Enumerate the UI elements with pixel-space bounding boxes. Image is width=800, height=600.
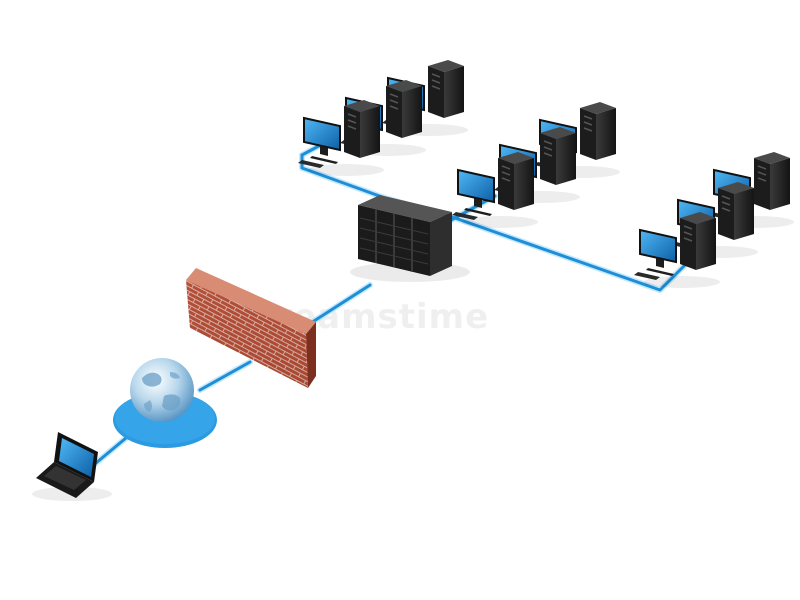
desktop-computer-icon — [297, 99, 385, 177]
globe-icon — [113, 358, 217, 448]
workstations-group-1 — [297, 59, 469, 177]
server-rack-icon — [350, 195, 470, 282]
laptop-icon — [32, 432, 112, 501]
workstations-group-3 — [633, 151, 795, 289]
link-internet-firewall — [198, 360, 252, 392]
brick-wall-icon — [186, 268, 316, 388]
desktop-computer-icon — [451, 151, 539, 229]
